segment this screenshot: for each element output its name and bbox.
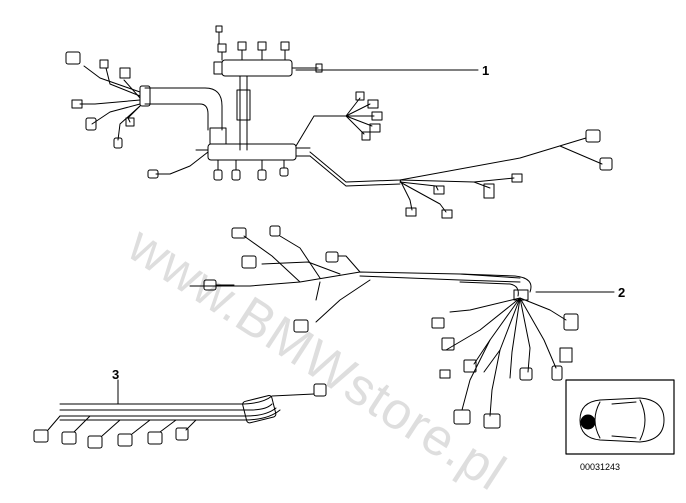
part-number: 00031243: [580, 462, 621, 472]
car-locator-inset: [565, 379, 675, 455]
callout-1: 1: [482, 63, 490, 78]
callout-3: 3: [112, 367, 120, 382]
wiring-harness-diagram: [33, 25, 675, 455]
location-marker: [580, 414, 596, 430]
callout-2: 2: [618, 285, 626, 300]
harness-2: [189, 225, 579, 429]
harness-3: [33, 383, 327, 449]
harness-1: [65, 25, 613, 219]
